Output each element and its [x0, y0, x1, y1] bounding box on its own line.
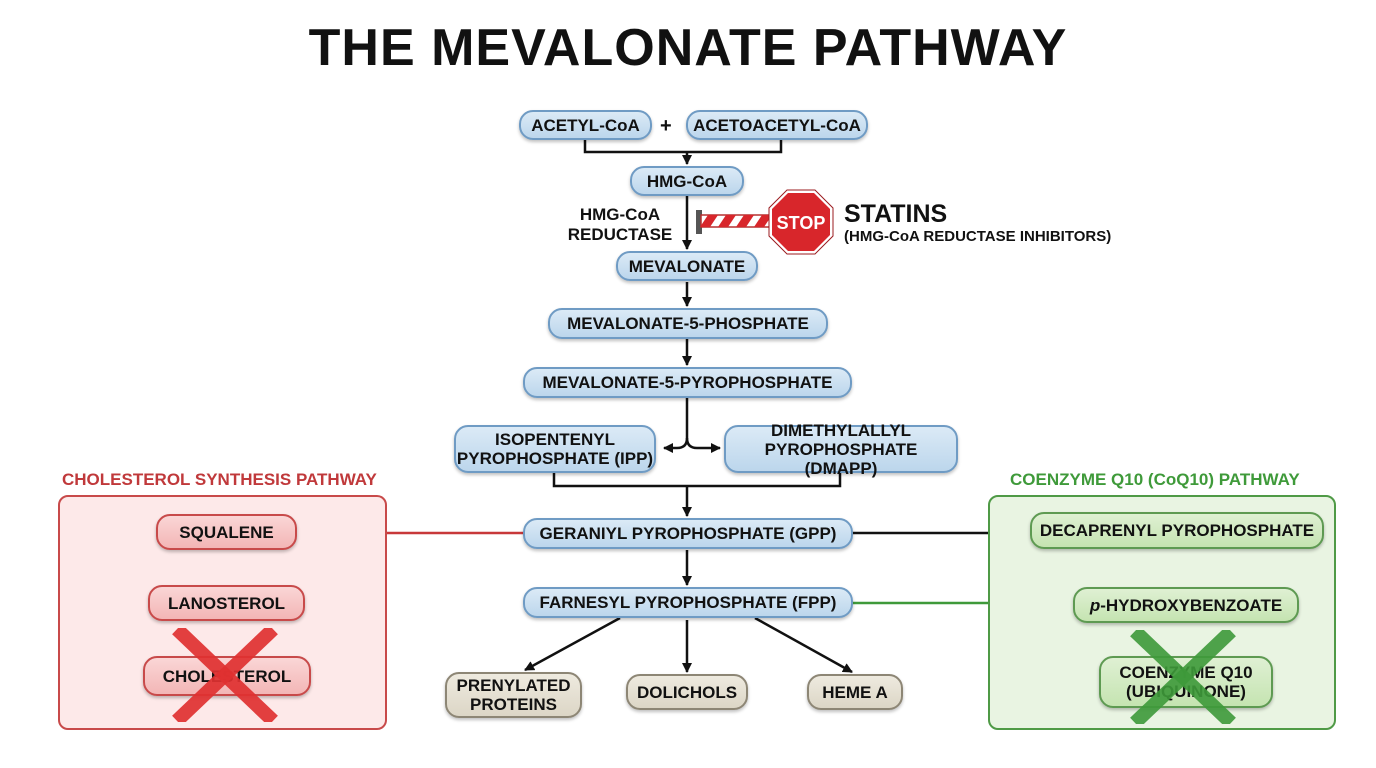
node-gpp: GERANIYL PYROPHOSPHATE (GPP) [523, 518, 853, 549]
node-mevalonate-5-pyrophosphate: MEVALONATE-5-PYROPHOSPHATE [523, 367, 852, 398]
node-lanosterol: LANOSTEROL [148, 585, 305, 621]
hydroxybenzoate-text: -HYDROXYBENZOATE [1100, 595, 1283, 615]
node-squalene: SQUALENE [156, 514, 297, 550]
node-fpp: FARNESYL PYROPHOSPHATE (FPP) [523, 587, 853, 618]
barrier-bar [700, 214, 774, 228]
coq10-panel-title: COENZYME Q10 (CoQ10) PATHWAY [1010, 470, 1300, 489]
statins-subtitle: (HMG-CoA REDUCTASE INHIBITORS) [844, 228, 1112, 245]
statins-title: STATINS [844, 200, 948, 228]
enzyme-label: HMG-CoA REDUCTASE [567, 205, 673, 244]
stop-sign-text: STOP [777, 213, 826, 233]
node-mevalonate: MEVALONATE [616, 251, 758, 281]
node-ipp: ISOPENTENYL PYROPHOSPHATE (IPP) [454, 425, 656, 473]
node-dmapp: DIMETHYLALLYL PYROPHOSPHATE (DMAPP) [724, 421, 958, 478]
green-x-icon [1130, 630, 1236, 724]
node-prenylated-proteins: PRENYLATED PROTEINS [445, 672, 582, 718]
node-mevalonate-5-phosphate: MEVALONATE-5-PHOSPHATE [548, 308, 828, 339]
page-title: THE MEVALONATE PATHWAY [308, 19, 1068, 77]
cholesterol-panel-title: CHOLESTEROL SYNTHESIS PATHWAY [62, 470, 377, 489]
node-acetoacetyl-coa: ACETOACETYL-CoA [686, 110, 868, 140]
plus-sign: + [660, 115, 672, 137]
node-dolichols: DOLICHOLS [626, 674, 748, 710]
node-heme-a: HEME A [807, 674, 903, 710]
p-prefix: p [1089, 595, 1101, 615]
node-decaprenyl-pyrophosphate: DECAPRENYL PYROPHOSPHATE [1030, 512, 1324, 549]
stop-sign-icon: STOP [768, 189, 834, 255]
red-x-icon [172, 628, 278, 722]
node-hmg-coa: HMG-CoA [630, 166, 744, 196]
node-p-hydroxybenzoate: p-HYDROXYBENZOATE [1073, 587, 1299, 623]
node-acetyl-coa: ACETYL-CoA [519, 110, 652, 140]
